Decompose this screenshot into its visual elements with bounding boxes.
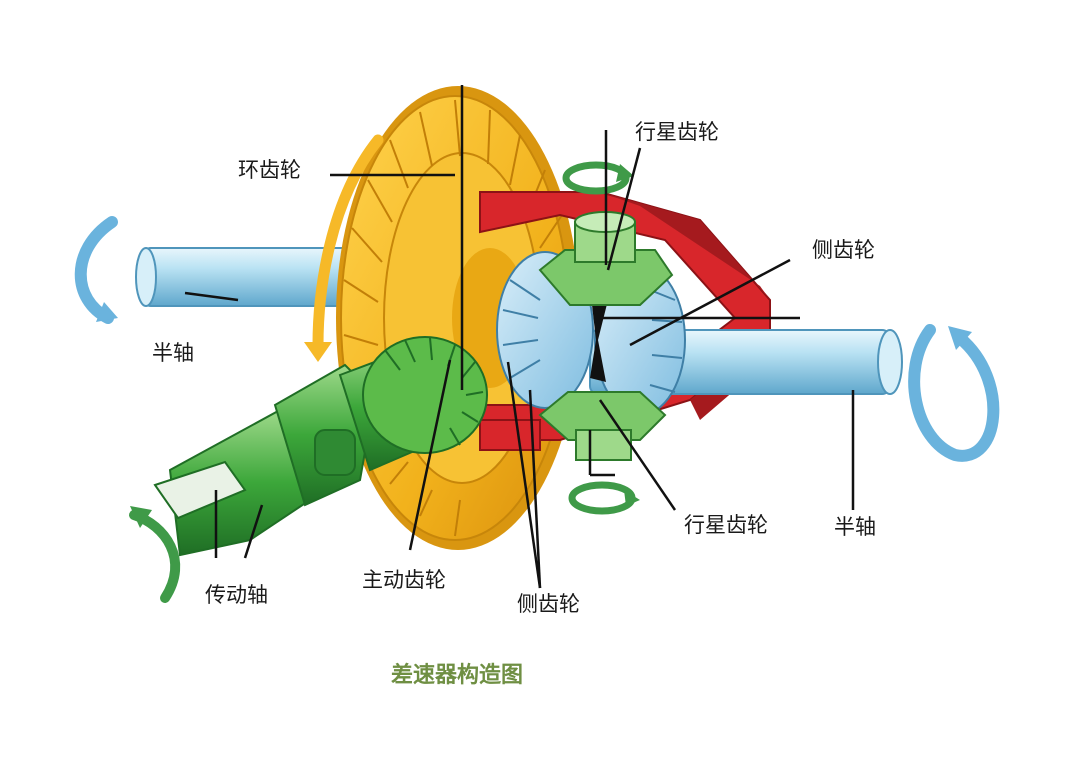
label-half-shaft-right: 半轴: [834, 515, 876, 539]
left-rotation-arrow: [74, 216, 118, 324]
label-side-gear-right: 侧齿轮: [812, 238, 875, 262]
leader-lines: [184, 85, 855, 589]
pinion-gear: [362, 336, 488, 454]
bottom-planet-gear: [538, 391, 667, 461]
right-rotation-arrow: [908, 324, 1000, 462]
gear-mesh-gap: [590, 300, 608, 382]
label-ring-gear: 环齿轮: [238, 158, 301, 182]
label-pinion-gear: 主动齿轮: [362, 568, 446, 592]
label-drive-shaft: 传动轴: [205, 583, 268, 607]
ring-rotation-arrow: [304, 134, 384, 362]
drive-rotation-arrow: [129, 506, 181, 603]
diagram-caption: 差速器构造图: [391, 663, 524, 688]
planet-rotation-arrow-top: [562, 161, 634, 195]
label-side-gear-bottom: 侧齿轮: [517, 592, 580, 616]
label-planet-gear-bottom: 行星齿轮: [684, 513, 768, 537]
planet-rotation-arrow-bottom: [568, 481, 640, 515]
label-half-shaft-left: 半轴: [152, 341, 194, 365]
label-planet-gear-top: 行星齿轮: [635, 120, 719, 144]
